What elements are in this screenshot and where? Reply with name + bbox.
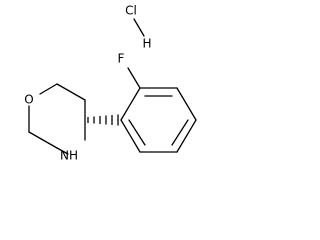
benzene-double-bond-3 <box>128 119 146 146</box>
hashed-wedge-bond <box>87 114 119 126</box>
chemical-structure-diagram: Cl H F O NH <box>24 4 197 163</box>
h-cl-bond <box>133 18 145 37</box>
benzene-bond-6 <box>120 119 141 153</box>
chlorine-label: Cl <box>125 4 137 18</box>
ring-bond-c5-c6 <box>28 131 58 149</box>
ring-bond-c2-c3 <box>56 83 86 101</box>
oxygen-label: O <box>24 93 33 107</box>
structure-canvas: Cl H F O NH <box>24 4 197 163</box>
nitrogen-hydrogen-label: NH <box>60 149 78 163</box>
ring-bond-o-c2 <box>39 83 58 95</box>
benzene-bond-1 <box>120 87 141 121</box>
fluorine-label: F <box>118 52 125 66</box>
c-f-bond <box>127 67 141 89</box>
hydrogen-label: H <box>142 37 151 51</box>
ring-bond-n-c5 <box>56 147 69 155</box>
benzene-double-bond-2 <box>171 119 189 146</box>
benzene-bond-3 <box>176 87 197 121</box>
benzene-bond-4 <box>176 119 197 153</box>
